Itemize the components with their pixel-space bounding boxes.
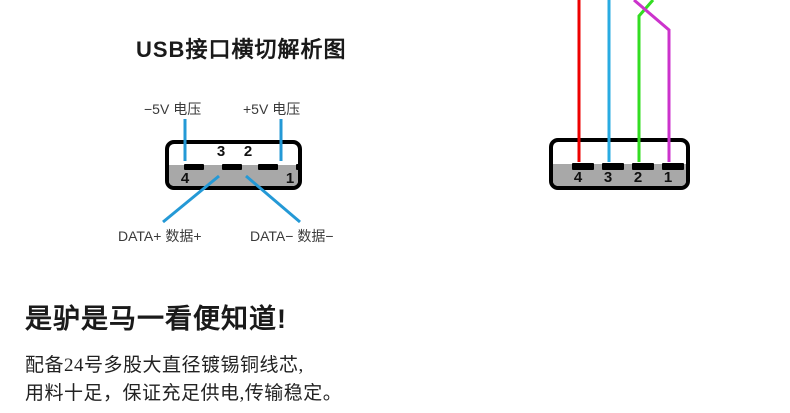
promo-body-line-2: 用料十足，保证充足供电,传输稳定。 bbox=[25, 383, 343, 404]
promo-body-line-1: 配备24号多股大直径镀锡铜线芯, bbox=[25, 355, 304, 376]
pin-number-4: 4 bbox=[180, 170, 190, 187]
pin-contact-right-1 bbox=[662, 163, 684, 170]
usb-connector-right bbox=[549, 138, 690, 190]
page-title: USB接口横切解析图 bbox=[136, 37, 347, 62]
data-minus-label: DATA− 数据− bbox=[250, 228, 334, 244]
voltage-negative-label: −5V 电压 bbox=[144, 101, 202, 117]
pin-contact-2 bbox=[258, 164, 278, 170]
pin-contact-right-3 bbox=[602, 163, 624, 170]
pin-number-right-4: 4 bbox=[573, 169, 583, 186]
pin-contact-4 bbox=[184, 164, 204, 170]
pin-number-right-2: 2 bbox=[633, 169, 643, 186]
pin-number-right-1: 1 bbox=[663, 169, 673, 186]
voltage-positive-label: +5V 电压 bbox=[243, 101, 301, 117]
pin-contact-1 bbox=[296, 164, 298, 170]
pin-contact-3 bbox=[222, 164, 242, 170]
pin-number-3: 3 bbox=[216, 143, 226, 160]
pin-number-2: 2 bbox=[243, 143, 253, 160]
promo-headline: 是驴是马一看便知道! bbox=[25, 304, 287, 334]
pin-contact-right-4 bbox=[572, 163, 594, 170]
pin-number-right-3: 3 bbox=[603, 169, 613, 186]
pin-number-1: 1 bbox=[285, 170, 295, 187]
pin-contact-right-2 bbox=[632, 163, 654, 170]
data-plus-label: DATA+ 数据+ bbox=[118, 228, 202, 244]
